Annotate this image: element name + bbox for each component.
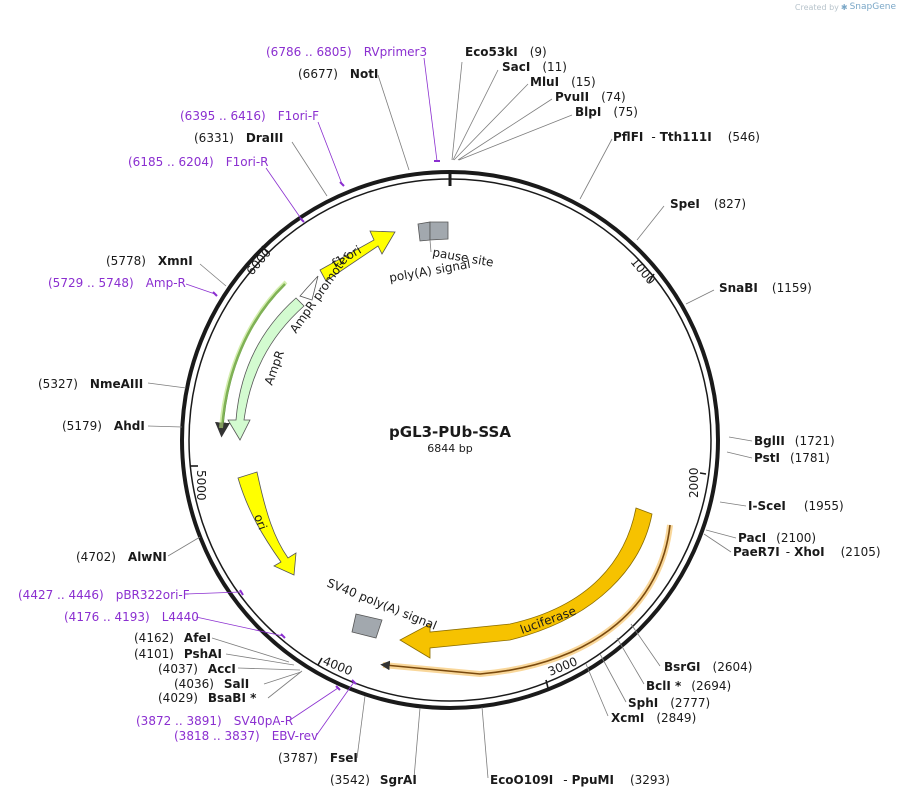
luciferase-strand <box>380 524 671 675</box>
site-sgrai[interactable]: (3542)SgrAI <box>330 773 417 787</box>
primer-l4440[interactable]: (4176 .. 4193)L4440 <box>64 610 199 624</box>
site-pflfi[interactable]: PflFI-Tth111I(546) <box>613 130 760 144</box>
site-psti[interactable]: PstI(1781) <box>754 451 830 465</box>
site-blpi[interactable]: BlpI(75) <box>575 105 638 119</box>
feature-luciferase-label: luciferase <box>518 604 578 637</box>
site-ecoo109i[interactable]: EcoO109I-PpuMI(3293) <box>490 773 670 787</box>
feature-ori[interactable] <box>237 471 297 576</box>
site-acci[interactable]: (4037)AccI <box>158 662 236 676</box>
snapgene-logo-icon: ✱ <box>840 2 848 12</box>
site-i-scei[interactable]: I-SceI(1955) <box>748 499 844 513</box>
tick-label-2000: 2000 <box>687 467 701 498</box>
site-fsei[interactable]: (3787)FseI <box>278 751 358 765</box>
tick-label-4000: 4000 <box>321 654 355 678</box>
pause-site-lead <box>429 239 432 253</box>
site-xmni[interactable]: (5778)XmnI <box>106 254 193 268</box>
feature-pause-site[interactable] <box>429 221 449 241</box>
feature-polya-label: poly(A) signal <box>388 257 471 285</box>
feature-sv40-polya[interactable] <box>351 613 383 639</box>
site-paer7i[interactable]: PaeR7I-XhoI(2105) <box>733 545 881 559</box>
primer-labels: (6786 .. 6805)RVprimer3 (6395 .. 6416)F1… <box>18 45 427 743</box>
feature-sv40-label: SV40 poly(A) signal <box>325 576 439 633</box>
site-paci[interactable]: PacI(2100) <box>738 531 816 545</box>
primer-pbr322ori-f[interactable]: (4427 .. 4446)pBR322ori-F <box>18 588 190 602</box>
site-xcmi[interactable]: XcmI(2849) <box>611 711 696 725</box>
site-eco53ki[interactable]: Eco53kI(9) <box>465 45 547 59</box>
tick-marks <box>190 245 707 689</box>
primer-amp-r[interactable]: (5729 .. 5748)Amp-R <box>48 276 186 290</box>
site-alwni[interactable]: (4702)AlwNI <box>76 550 167 564</box>
site-draiii[interactable]: (6331)DraIII <box>194 131 283 145</box>
feature-ampr-promoter[interactable] <box>299 275 319 301</box>
site-pvuii[interactable]: PvuII(74) <box>555 90 626 104</box>
primer-f1ori-f[interactable]: (6395 .. 6416)F1ori-F <box>180 109 319 123</box>
site-spei[interactable]: SpeI(827) <box>670 197 746 211</box>
plasmid-length: 6844 bp <box>427 442 472 455</box>
watermark-prefix: Created by <box>794 2 839 12</box>
watermark: Created by ✱ SnapGene <box>795 2 896 12</box>
feature-ori-label: ori <box>251 512 269 531</box>
ampr-highlight <box>219 280 288 429</box>
site-bglii[interactable]: BglII(1721) <box>754 434 835 448</box>
site-nmeaiii[interactable]: (5327)NmeAIII <box>38 377 143 391</box>
site-sphi[interactable]: SphI(2777) <box>628 696 710 710</box>
site-pshai[interactable]: (4101)PshAI <box>134 647 222 661</box>
site-sali[interactable]: (4036)SalI <box>174 677 249 691</box>
primer-rvprimer3[interactable]: (6786 .. 6805)RVprimer3 <box>266 45 427 59</box>
site-labels: Eco53kI(9) SacI(11) MluI(15) PvuII(74) B… <box>38 45 881 787</box>
site-afei[interactable]: (4162)AfeI <box>134 631 211 645</box>
site-bsabi[interactable]: (4029)BsaBI * <box>158 691 257 705</box>
site-leads <box>147 61 753 779</box>
site-snabi[interactable]: SnaBI(1159) <box>719 281 812 295</box>
primer-f1ori-r[interactable]: (6185 .. 6204)F1ori-R <box>128 155 269 169</box>
tick-label-5000: 5000 <box>194 470 208 501</box>
site-ahdi[interactable]: (5179)AhdI <box>62 419 145 433</box>
primer-sv40pa-r[interactable]: (3872 .. 3891)SV40pA-R <box>136 714 293 728</box>
feature-polya-small[interactable] <box>417 221 431 242</box>
feature-ampr[interactable] <box>227 297 305 441</box>
watermark-brand: SnapGene <box>849 2 896 12</box>
primer-leads <box>185 57 438 737</box>
site-noti[interactable]: (6677)NotI <box>298 67 378 81</box>
primer-ebv-rev[interactable]: (3818 .. 3837)EBV-rev <box>174 729 318 743</box>
site-mlui[interactable]: MluI(15) <box>530 75 596 89</box>
site-bsrgi[interactable]: BsrGI(2604) <box>664 660 752 674</box>
feature-ampr-promoter-label: AmpR promoter <box>287 250 353 336</box>
site-saci[interactable]: SacI(11) <box>502 60 567 74</box>
plasmid-name: pGL3-PUb-SSA <box>389 423 511 441</box>
feature-f1ori[interactable] <box>319 230 396 282</box>
feature-luciferase[interactable] <box>399 507 653 659</box>
site-bcli[interactable]: BclI *(2694) <box>646 679 731 693</box>
tick-label-1000: 1000 <box>628 255 658 287</box>
